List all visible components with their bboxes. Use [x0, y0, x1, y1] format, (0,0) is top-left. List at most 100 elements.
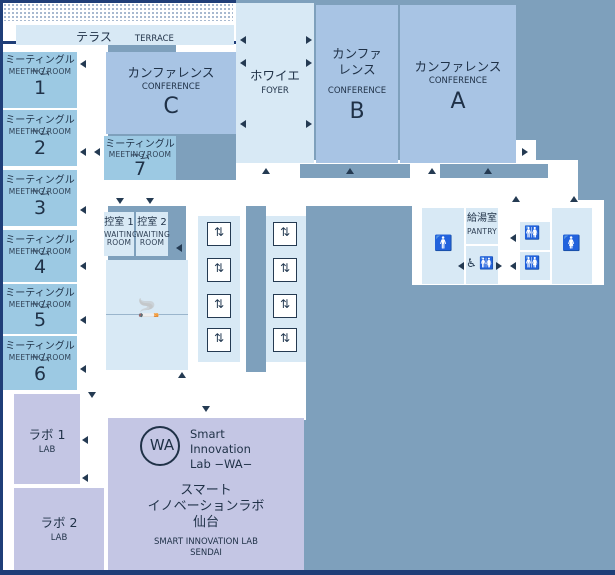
meeting-room-2: ミーティングルーム MEETING ROOM 2 [3, 110, 78, 166]
couple-restroom-icon: 🚻 [479, 256, 494, 270]
smart-lab-jp-1: スマート [180, 483, 232, 498]
outline-top [0, 0, 236, 3]
accessible-restroom-icon: ♿ [466, 256, 477, 270]
door-arrow [178, 372, 186, 378]
corridor-divider-2 [440, 164, 548, 178]
door-arrow [240, 36, 246, 44]
couple-restroom-icon: 🚻 [524, 256, 541, 271]
lab-1-en: LAB [38, 445, 56, 455]
terrace: テラス TERRACE [16, 25, 234, 45]
conference-a-jp: カンファレンス [414, 59, 502, 74]
conference-b-en: CONFERENCE [327, 86, 387, 96]
door-arrow [512, 196, 520, 202]
meeting-room-6-jp: ミーティングルーム [5, 341, 75, 364]
smart-lab-jp-2: イノベーションラボ [147, 499, 265, 514]
waiting-room-2: 控室 2 WAITING ROOM [136, 212, 170, 256]
meeting-room-5-en: MEETING ROOM [8, 300, 72, 309]
foyer: ホワイエ FOYER [236, 3, 314, 163]
lab-2: ラボ 2 LAB [14, 488, 104, 570]
conference-c-jp: カンファレンス [127, 65, 215, 80]
door-arrow [80, 262, 86, 270]
meeting-room-6: ミーティングルーム MEETING ROOM 6 [3, 336, 78, 390]
waiting-room-2-en-2: ROOM [139, 238, 165, 247]
elevator-icon: ⇅ [273, 328, 297, 352]
outline-left [0, 0, 3, 575]
meeting-room-7: ミーティングルーム MEETING ROOM 7 [104, 136, 176, 180]
waiting-room-1-jp: 控室 1 [104, 217, 134, 228]
meeting-room-2-jp: ミーティングルーム [5, 115, 75, 138]
conference-b-jp-2: レンス [338, 62, 376, 77]
meeting-room-3-jp: ミーティングルーム [5, 175, 75, 198]
lab-2-jp: ラボ 2 [40, 515, 78, 530]
door-arrow [88, 392, 96, 398]
meeting-room-1-jp: ミーティングルーム [5, 55, 75, 78]
smoking-area-divider [106, 314, 188, 315]
meeting-room-5: ミーティングルーム MEETING ROOM 5 [3, 284, 78, 334]
waiting-room-1-en-2: ROOM [106, 238, 132, 247]
door-arrow [522, 148, 528, 156]
restroom-multi-2: 🚻 [520, 252, 550, 280]
meeting-room-1-number: 1 [33, 77, 47, 99]
restroom-accessible: ♿ 🚻 [466, 246, 498, 284]
door-arrow [306, 59, 312, 67]
door-arrow [428, 168, 436, 174]
lab-1-jp: ラボ 1 [28, 427, 66, 442]
meeting-room-2-number: 2 [33, 137, 47, 159]
outline-bottom [0, 570, 615, 575]
elevator-icon: ⇅ [207, 258, 231, 282]
door-arrow [82, 474, 88, 482]
restroom-female: 🚺 [552, 208, 592, 284]
meeting-room-4-en: MEETING ROOM [8, 247, 72, 256]
door-arrow [510, 234, 516, 242]
elevator-icon: ⇅ [207, 294, 231, 318]
lab-2-en: LAB [50, 533, 68, 543]
wa-logo-text: WA [149, 436, 175, 454]
door-arrow [94, 148, 100, 156]
door-arrow [202, 406, 210, 412]
door-arrow [80, 365, 86, 373]
elevator-icon: ⇅ [273, 294, 297, 318]
meeting-room-6-number: 6 [33, 363, 47, 385]
corridor-block-2 [306, 206, 392, 418]
couple-restroom-icon: 🚻 [524, 226, 541, 241]
logo-line-3: Lab −WA− [190, 457, 253, 471]
conference-a-letter: A [450, 89, 466, 114]
meeting-room-4-jp: ミーティングルーム [5, 235, 75, 258]
door-arrow [262, 168, 270, 174]
door-arrow [80, 60, 86, 68]
door-arrow [306, 36, 312, 44]
meeting-room-1-en: MEETING ROOM [8, 67, 72, 76]
conference-a: カンファレンス CONFERENCE A [400, 5, 516, 163]
restroom-multi-1: 🚻 [520, 222, 550, 250]
door-arrow [80, 316, 86, 324]
door-arrow [240, 59, 246, 67]
pantry-en: PANTRY [467, 227, 497, 236]
door-arrow [176, 244, 182, 252]
terrace-jp-label: テラス [76, 30, 112, 44]
door-arrow [80, 148, 86, 156]
waiting-room-2-en-1: WAITING [136, 230, 170, 239]
lab-1: ラボ 1 LAB [14, 394, 80, 484]
door-arrow [306, 120, 312, 128]
waiting-room-2-jp: 控室 2 [137, 217, 167, 228]
conference-c-annex [176, 134, 236, 180]
meeting-room-3: ミーティングルーム MEETING ROOM 3 [3, 170, 78, 226]
conference-b: カンファ レンス CONFERENCE B [316, 5, 398, 163]
door-arrow [346, 168, 354, 174]
door-arrow [484, 168, 492, 174]
door-arrow [510, 262, 516, 270]
pantry-jp: 給湯室 [467, 213, 497, 224]
elevator-icon: ⇅ [207, 222, 231, 246]
logo-line-1: Smart [190, 427, 225, 441]
elevator-icon: ⇅ [207, 328, 231, 352]
smoking-icon: 🚬 [137, 298, 161, 319]
logo-line-2: Innovation [190, 442, 251, 456]
conference-b-letter: B [349, 99, 365, 124]
elevator-icon: ⇅ [273, 222, 297, 246]
restroom-male: 🚹 [422, 208, 464, 284]
conference-b-jp-1: カンファ [332, 46, 382, 61]
male-restroom-icon: 🚹 [434, 234, 453, 252]
conference-c-en: CONFERENCE [141, 82, 201, 92]
meeting-room-3-number: 3 [33, 197, 47, 219]
